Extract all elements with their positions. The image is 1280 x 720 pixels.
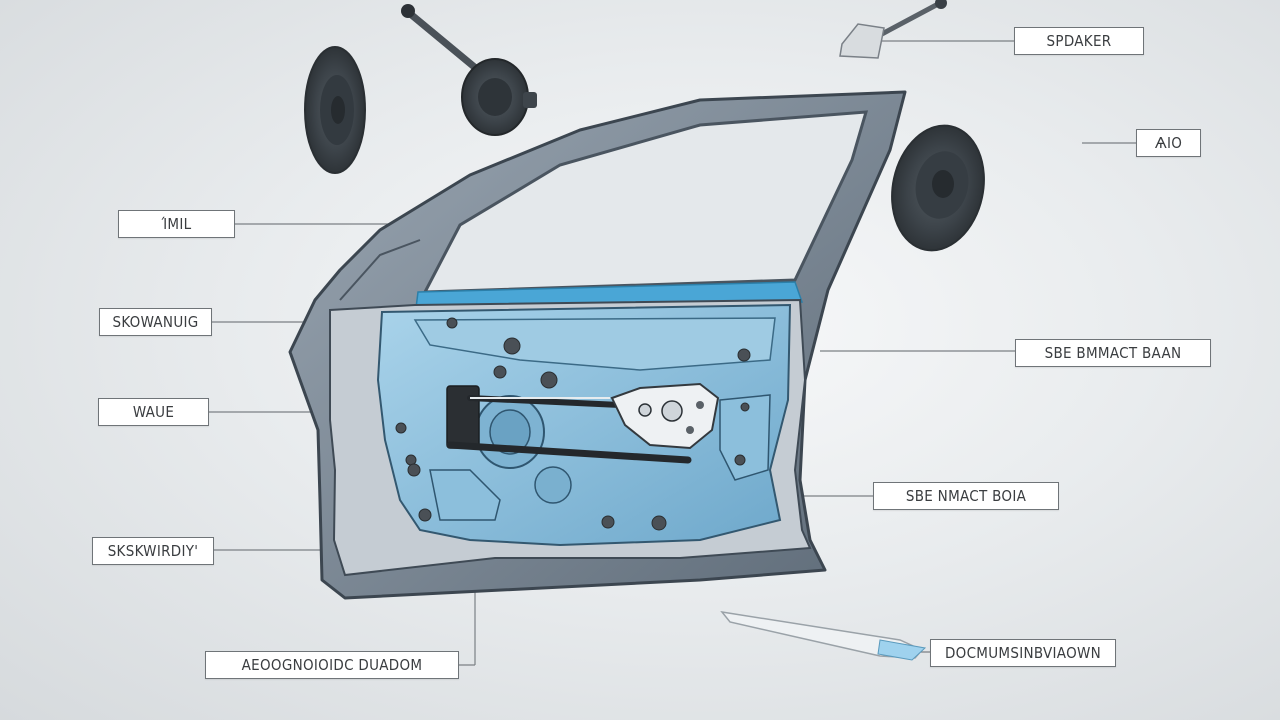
tweeter-assembly bbox=[401, 4, 537, 136]
label-window: WAUE bbox=[98, 398, 209, 426]
label-audio: ѦIO bbox=[1136, 129, 1201, 157]
panel-bolts bbox=[395, 317, 751, 531]
label-shielding: SKOWANUIG bbox=[99, 308, 212, 336]
inner-door-panel bbox=[329, 298, 812, 577]
label-weatherstrip: DOCMUMSINBVIAOWN bbox=[930, 639, 1116, 667]
mirror-switch-component bbox=[839, 0, 947, 59]
window-regulator bbox=[446, 382, 720, 464]
label-speaker: SPDAKER bbox=[1014, 27, 1144, 55]
label-trim: ΊMIL bbox=[118, 210, 235, 238]
weatherstrip-piece bbox=[720, 610, 927, 661]
label-seal: SKSKWIRDIY' bbox=[92, 537, 214, 565]
label-side-impact-beam-2: SBE NMACT BOIA bbox=[873, 482, 1059, 510]
window-opening bbox=[422, 110, 869, 294]
label-bottom-part: AEOOGNOIOIDC DUADOM bbox=[205, 651, 459, 679]
speaker-right bbox=[891, 124, 985, 252]
speaker-left bbox=[304, 46, 366, 174]
label-side-impact-beam-1: SBE BMMACT BAAN bbox=[1015, 339, 1211, 367]
